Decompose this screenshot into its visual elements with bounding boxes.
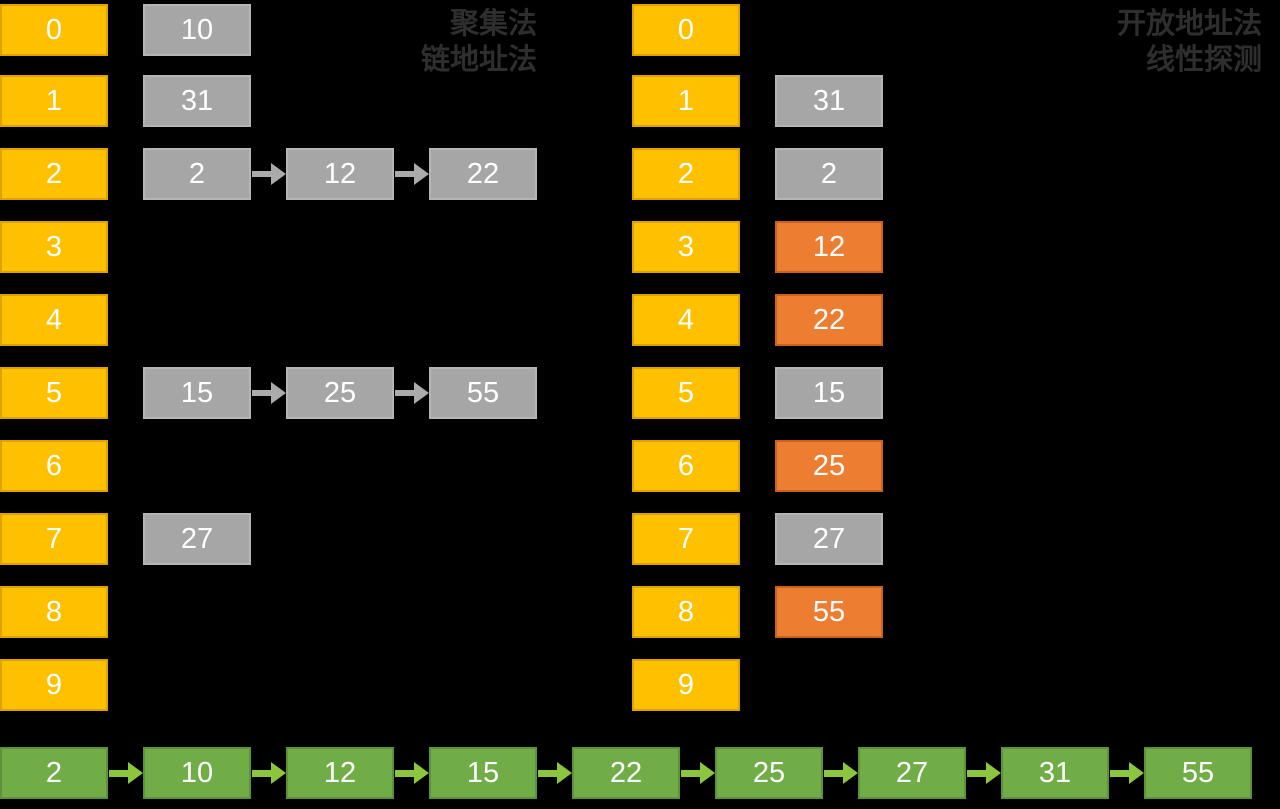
arrow-shaft bbox=[395, 171, 414, 177]
arrow-shaft bbox=[824, 769, 843, 777]
open-bucket-5: 5 bbox=[632, 367, 740, 419]
chaining-title-line2: 链地址法 bbox=[420, 44, 537, 76]
chaining-bucket-3: 3 bbox=[0, 221, 108, 273]
list-arrow-icon bbox=[1110, 761, 1144, 785]
arrow-head bbox=[700, 762, 715, 784]
open-slot-home: 15 bbox=[775, 367, 883, 419]
chaining-bucket-4: 4 bbox=[0, 294, 108, 346]
arrow-shaft bbox=[252, 390, 271, 396]
chain-node: 12 bbox=[286, 148, 394, 200]
open-bucket-9: 9 bbox=[632, 659, 740, 711]
list-arrow-icon bbox=[109, 761, 143, 785]
open-slot-probed: 55 bbox=[775, 586, 883, 638]
chaining-bucket-7: 7 bbox=[0, 513, 108, 565]
open-slot-probed: 12 bbox=[775, 221, 883, 273]
chain-arrow-icon bbox=[252, 381, 286, 405]
chain-node: 10 bbox=[143, 4, 251, 56]
chaining-bucket-8: 8 bbox=[0, 586, 108, 638]
open-slot-home: 27 bbox=[775, 513, 883, 565]
open-bucket-4: 4 bbox=[632, 294, 740, 346]
list-arrow-icon bbox=[395, 761, 429, 785]
chain-node: 31 bbox=[143, 75, 251, 127]
sorted-list-node: 22 bbox=[572, 747, 680, 799]
list-arrow-icon bbox=[252, 761, 286, 785]
sorted-list-node: 31 bbox=[1001, 747, 1109, 799]
sorted-list-node: 15 bbox=[429, 747, 537, 799]
open-bucket-1: 1 bbox=[632, 75, 740, 127]
arrow-head bbox=[271, 382, 286, 404]
sorted-list-node: 10 bbox=[143, 747, 251, 799]
chaining-bucket-5: 5 bbox=[0, 367, 108, 419]
arrow-head bbox=[414, 382, 429, 404]
open-addressing-title: 开放地址法 线性探测 bbox=[1117, 6, 1262, 78]
arrow-shaft bbox=[395, 769, 414, 777]
open-bucket-8: 8 bbox=[632, 586, 740, 638]
open-addressing-title-line1: 开放地址法 bbox=[1116, 8, 1262, 40]
chaining-title-line1: 聚集法 bbox=[449, 8, 537, 40]
arrow-shaft bbox=[252, 769, 271, 777]
list-arrow-icon bbox=[681, 761, 715, 785]
open-slot-home: 2 bbox=[775, 148, 883, 200]
arrow-head bbox=[271, 163, 286, 185]
arrow-shaft bbox=[395, 390, 414, 396]
arrow-shaft bbox=[681, 769, 700, 777]
arrow-head bbox=[414, 762, 429, 784]
list-arrow-icon bbox=[538, 761, 572, 785]
chaining-title: 聚集法 链地址法 bbox=[421, 6, 537, 78]
arrow-shaft bbox=[538, 769, 557, 777]
arrow-head bbox=[557, 762, 572, 784]
chaining-bucket-1: 1 bbox=[0, 75, 108, 127]
arrow-head bbox=[128, 762, 143, 784]
arrow-shaft bbox=[967, 769, 986, 777]
chaining-bucket-9: 9 bbox=[0, 659, 108, 711]
open-bucket-7: 7 bbox=[632, 513, 740, 565]
chain-arrow-icon bbox=[395, 162, 429, 186]
sorted-list-node: 55 bbox=[1144, 747, 1252, 799]
open-bucket-3: 3 bbox=[632, 221, 740, 273]
chaining-bucket-6: 6 bbox=[0, 440, 108, 492]
arrow-shaft bbox=[109, 769, 128, 777]
open-addressing-title-line2: 线性探测 bbox=[1145, 44, 1262, 76]
sorted-list-node: 27 bbox=[858, 747, 966, 799]
open-slot-probed: 25 bbox=[775, 440, 883, 492]
open-bucket-6: 6 bbox=[632, 440, 740, 492]
sorted-list-node: 12 bbox=[286, 747, 394, 799]
arrow-head bbox=[1129, 762, 1144, 784]
chain-node: 27 bbox=[143, 513, 251, 565]
open-bucket-0: 0 bbox=[632, 4, 740, 56]
chain-node: 25 bbox=[286, 367, 394, 419]
sorted-list-node: 2 bbox=[0, 747, 108, 799]
chain-node: 2 bbox=[143, 148, 251, 200]
chain-node: 15 bbox=[143, 367, 251, 419]
arrow-shaft bbox=[1110, 769, 1129, 777]
list-arrow-icon bbox=[824, 761, 858, 785]
chain-node: 55 bbox=[429, 367, 537, 419]
arrow-shaft bbox=[252, 171, 271, 177]
open-slot-home: 31 bbox=[775, 75, 883, 127]
arrow-head bbox=[843, 762, 858, 784]
open-slot-probed: 22 bbox=[775, 294, 883, 346]
chaining-bucket-2: 2 bbox=[0, 148, 108, 200]
arrow-head bbox=[271, 762, 286, 784]
chaining-bucket-0: 0 bbox=[0, 4, 108, 56]
chain-node: 22 bbox=[429, 148, 537, 200]
list-arrow-icon bbox=[967, 761, 1001, 785]
chain-arrow-icon bbox=[252, 162, 286, 186]
arrow-head bbox=[414, 163, 429, 185]
open-bucket-2: 2 bbox=[632, 148, 740, 200]
sorted-list-node: 25 bbox=[715, 747, 823, 799]
chain-arrow-icon bbox=[395, 381, 429, 405]
arrow-head bbox=[986, 762, 1001, 784]
